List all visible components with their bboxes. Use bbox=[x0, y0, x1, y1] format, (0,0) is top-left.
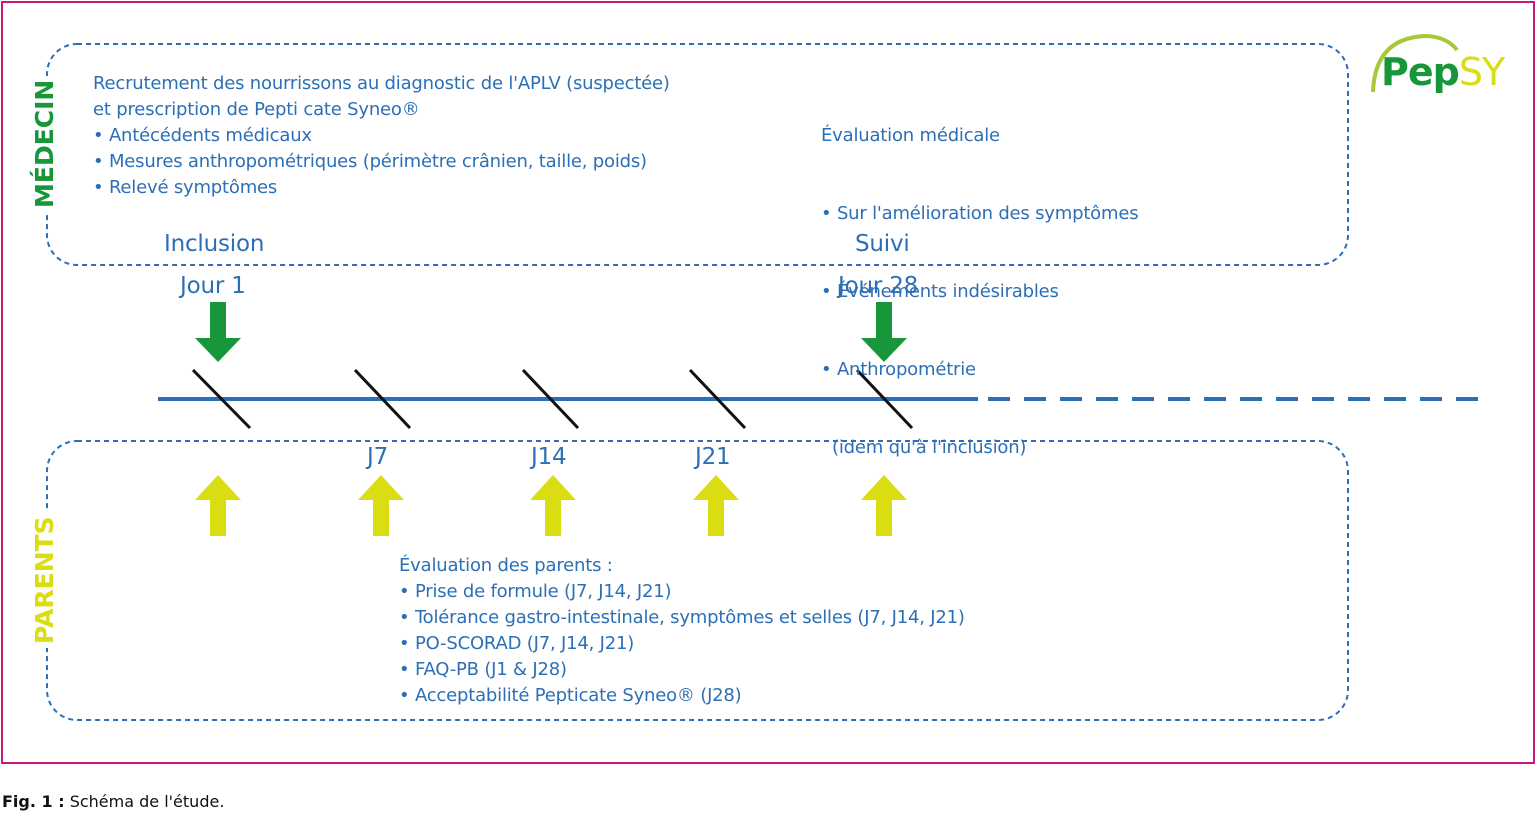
text-line: • Tolérance gastro-intestinale, symptôme… bbox=[399, 607, 965, 628]
logo-text-pep: Pep bbox=[1381, 50, 1460, 94]
text-line: • Acceptabilité Pepticate Syneo® (J28) bbox=[399, 685, 742, 706]
text-line: Évaluation des parents : bbox=[399, 555, 613, 576]
yellow-arrow-up-icon bbox=[358, 475, 404, 536]
tick-j28 bbox=[855, 368, 914, 430]
day28-label: Jour 28 bbox=[838, 273, 919, 299]
yellow-arrow-up-icon bbox=[861, 475, 907, 536]
text-line: • Mesures anthropométriques (périmètre c… bbox=[93, 151, 647, 172]
parents-description: Évaluation des parents : • Prise de form… bbox=[399, 553, 965, 709]
tick-j14 bbox=[521, 368, 580, 430]
caption-text: Schéma de l'étude. bbox=[64, 792, 225, 811]
text-line: • Événements indésirables bbox=[821, 281, 1059, 302]
text-line: • Antécédents médicaux bbox=[93, 125, 312, 146]
j21-label: J21 bbox=[695, 444, 731, 470]
text-line: • Prise de formule (J7, J14, J21) bbox=[399, 581, 672, 602]
caption-label: Fig. 1 : bbox=[2, 792, 65, 811]
text-line: • FAQ-PB (J1 & J28) bbox=[399, 659, 567, 680]
logo-text-sy: SY bbox=[1458, 50, 1505, 94]
text-line: • PO-SCORAD (J7, J14, J21) bbox=[399, 633, 635, 654]
suivi-title: Suivi bbox=[855, 231, 910, 257]
tick-j21 bbox=[688, 368, 747, 430]
logo-arc-icon bbox=[1371, 33, 1459, 93]
timeline-ticks bbox=[191, 368, 914, 430]
yellow-arrow-up-icon bbox=[693, 475, 739, 536]
yellow-arrow-up-icon bbox=[530, 475, 576, 536]
pepsy-logo: PepSY bbox=[1365, 32, 1505, 94]
yellow-arrow-up-icon bbox=[195, 475, 241, 536]
green-arrow-down-icon bbox=[861, 302, 907, 362]
tick-j1 bbox=[191, 368, 252, 430]
medecin-label: MÉDECIN bbox=[30, 75, 59, 212]
text-line: • Sur l'amélioration des symptômes bbox=[821, 203, 1139, 224]
figure-caption: Fig. 1 : Schéma de l'étude. bbox=[2, 792, 224, 811]
tick-j7 bbox=[353, 368, 412, 430]
inclusion-description: Recrutement des nourrissons au diagnosti… bbox=[93, 71, 670, 201]
inclusion-title: Inclusion bbox=[164, 231, 265, 257]
green-arrow-down-icon bbox=[195, 302, 241, 362]
j14-label: J14 bbox=[531, 444, 567, 470]
j7-label: J7 bbox=[367, 444, 389, 470]
parents-label: PARENTS bbox=[30, 512, 59, 648]
text-line: Recrutement des nourrissons au diagnosti… bbox=[93, 73, 670, 94]
text-line: • Anthropométrie bbox=[821, 359, 976, 380]
day1-label: Jour 1 bbox=[180, 273, 246, 299]
text-line: et prescription de Pepti cate Syneo® bbox=[93, 99, 420, 120]
text-line: (idem qu'à l'inclusion) bbox=[821, 437, 1027, 458]
figure-frame bbox=[1, 1, 1535, 764]
suivi-description: Évaluation médicale • Sur l'amélioration… bbox=[821, 71, 1139, 487]
text-line: Évaluation médicale bbox=[821, 125, 1000, 146]
parents-box bbox=[46, 440, 1349, 721]
text-line: • Relevé symptômes bbox=[93, 177, 278, 198]
